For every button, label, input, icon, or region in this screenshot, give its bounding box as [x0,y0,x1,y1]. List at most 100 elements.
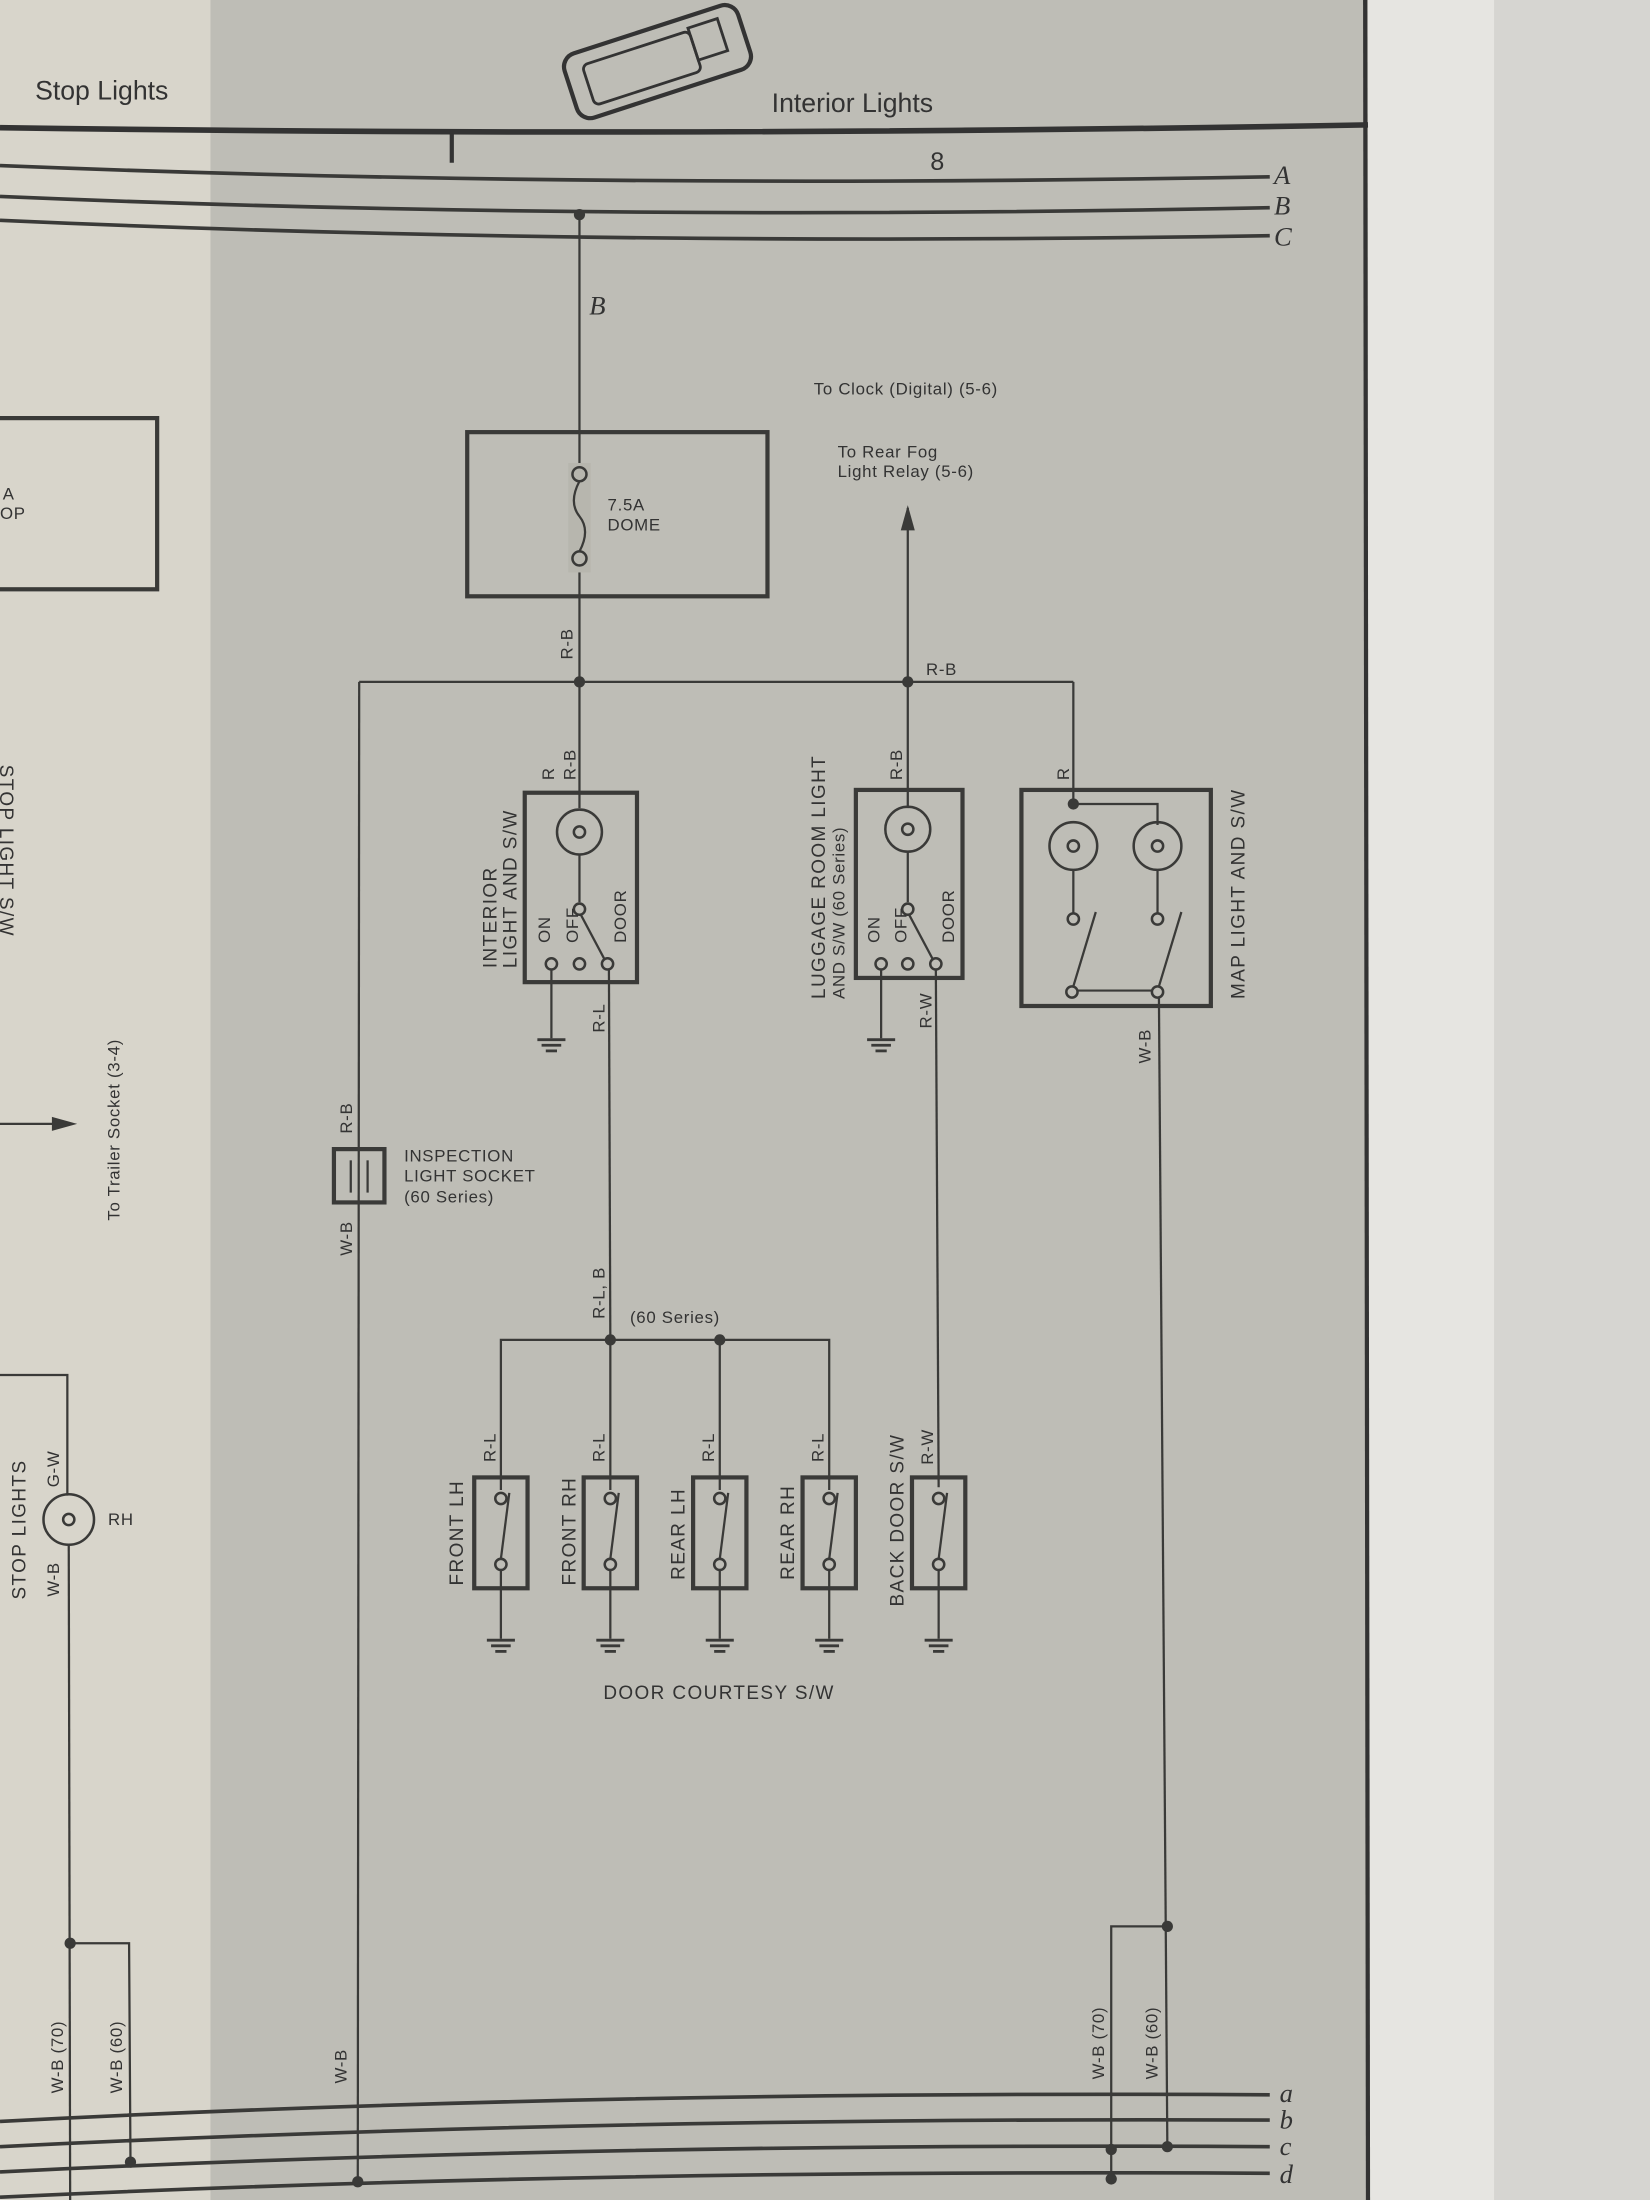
wire-label-map-out: W-B [1136,1029,1155,1064]
bus-label-c: C [1274,222,1293,252]
inspection-socket-icon [331,1147,387,1205]
junction-dot [604,1334,616,1346]
switch-lever-icon [1072,911,1097,987]
left-fuse-line1: A [3,484,15,503]
position-door: DOOR [939,890,958,943]
wire-label-luggage-out: R-W [917,993,936,1029]
wire-label-fuse-out: R-B [557,628,576,659]
arrow-right-icon [51,1116,78,1131]
trailer-reference: To Trailer Socket (3-4) [104,1039,123,1221]
door-courtesy-label: DOOR COURTESY S/W [603,1683,834,1704]
switch-wire-front-rh: R-L [590,1433,609,1462]
stop-light-sw-label: STOP LIGHT S/W [0,765,16,937]
wire-label-interior-out: R-L [590,1003,609,1032]
junction-dot [714,1334,726,1346]
courtesy-switch-front-lh [472,1475,530,1653]
bus-line-c-lower [0,2144,1270,2174]
junction-dot [1105,2143,1117,2156]
wire-label-left-wb60: W-B (60) [107,2021,126,2094]
bus-label-b-lower: b [1280,2104,1293,2134]
wire-stop-light [0,1373,69,1496]
switch-name-rear-lh: REAR LH [669,1488,690,1580]
wire-rw [934,969,940,1488]
bus-line-c [0,218,1270,241]
luggage-label-line1: LUGGAGE ROOM LIGHT [809,755,830,999]
dome-light-illustration [561,2,754,121]
contact-icon [1150,985,1165,999]
switch-wire-front-lh: R-L [480,1433,499,1462]
stop-rh-label: RH [108,1510,134,1529]
contact-icon [572,902,587,917]
position-on: ON [535,916,554,943]
fuse-box [465,430,770,599]
courtesy-switch-rear-lh [691,1475,749,1653]
contact-icon [900,902,915,917]
wire-label-right-wb60: W-B (60) [1143,2007,1162,2080]
stop-gw-label: G-W [44,1451,63,1488]
wire-label-rb: R-B [560,749,579,780]
junction-dot [1161,1920,1173,1933]
courtesy-switch-rear-rh [800,1475,858,1653]
wire-wb70 [1110,1925,1168,2184]
wire-label-right-wb70: W-B (70) [1089,2007,1108,2080]
bulb-filament-icon [61,1512,76,1527]
stop-lights-label: STOP LIGHTS [9,1460,30,1600]
series-note: (60 Series) [630,1308,720,1327]
map-label: MAP LIGHT AND S/W [1229,789,1250,999]
contact-icon [1150,912,1165,926]
ground-icon [867,1038,896,1053]
switch-lever-icon [1157,911,1183,987]
next-page [1494,0,1650,2200]
contact-off [572,957,587,971]
position-off: OFF [891,907,910,943]
wire-label-bus: R-B [926,660,957,679]
switch-lever-icon [908,914,935,961]
bulb-filament-icon [1066,839,1081,853]
junction-dot [1161,2141,1173,2153]
bus-label-a: A [1272,160,1291,190]
fuse-icon [568,463,591,573]
arrow-up-icon [900,505,915,531]
interior-label-line2: LIGHT AND S/W [500,809,521,968]
wire-courtesy-bus [499,1338,831,1491]
courtesy-switch-back-door [909,1475,968,1653]
bulb-filament-icon [900,822,915,837]
fog-reference-line1: To Rear Fog [838,442,938,461]
inspection-label-line2: LIGHT SOCKET [404,1166,536,1185]
switch-wire-back-door: R-W [918,1429,937,1465]
position-door: DOOR [611,890,630,943]
switch-name-front-rh: FRONT RH [559,1477,580,1586]
wire-wb [1157,997,1169,2147]
position-off: OFF [563,907,582,943]
switch-wire-rear-lh: R-L [699,1433,718,1462]
contact-door [600,957,615,971]
page-border [1363,0,1371,2200]
junction-dot [352,2176,364,2188]
left-fuse-box [0,416,160,592]
junction-dot [1105,2173,1117,2185]
contact-off [900,957,915,971]
bus-line-a-lower [0,2092,1270,2124]
courtesy-switch-front-rh [581,1475,640,1653]
fuse-name: DOME [608,515,661,534]
wire-rl [607,969,612,1340]
position-on: ON [865,916,884,943]
clock-reference: To Clock (Digital) (5-6) [814,379,998,398]
fog-reference-line2: Light Relay (5-6) [838,462,974,481]
fuse-rating: 7.5A [608,496,645,515]
interior-label-line1: INTERIOR [481,866,502,968]
inspection-label-line1: INSPECTION [404,1147,514,1166]
bus-line-b-lower [0,2117,1270,2149]
contact-icon [1066,912,1081,926]
luggage-light-switch-box [853,787,965,981]
ground-icon [537,1038,566,1053]
wire [1073,802,1159,825]
bus-line-a [0,163,1270,183]
stop-wb-label: W-B [44,1562,63,1597]
header-rule [0,122,1369,135]
wire-label-courtesy-trunk: R-L, B [590,1267,609,1319]
wire-label-inspection-out: W-B [337,1221,356,1256]
wire-label-feed: B [589,290,605,320]
switch-name-front-lh: FRONT LH [447,1480,468,1586]
